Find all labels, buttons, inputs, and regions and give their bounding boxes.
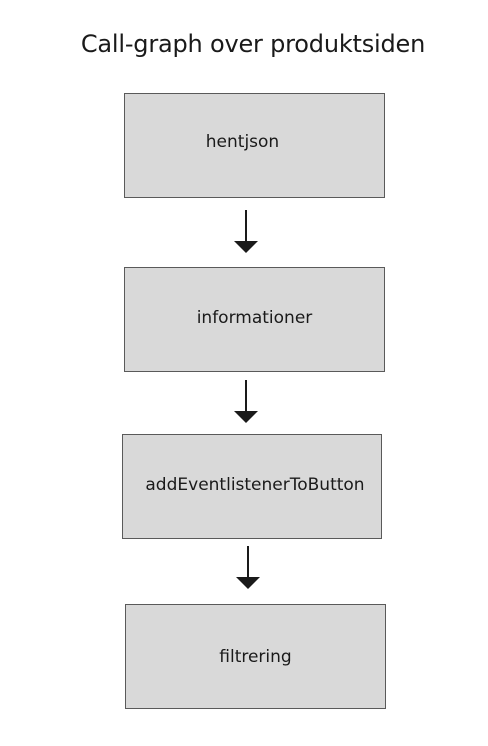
node-label: hentjson: [205, 131, 280, 152]
node-filtrering: filtrering: [125, 604, 386, 709]
node-label: informationer: [196, 307, 313, 328]
node-label: filtrering: [219, 646, 292, 667]
node-label: addEventlistenerToButton: [145, 474, 365, 495]
arrow-down-icon: [234, 380, 258, 423]
diagram-title: Call-graph over produktsiden: [80, 30, 426, 58]
node-informationer: informationer: [124, 267, 385, 372]
arrow-down-icon: [236, 546, 260, 589]
node-hentjson: hentjson: [124, 93, 385, 198]
node-addeventlistenertobutton: addEventlistenerToButton: [122, 434, 382, 539]
arrow-down-icon: [234, 210, 258, 253]
